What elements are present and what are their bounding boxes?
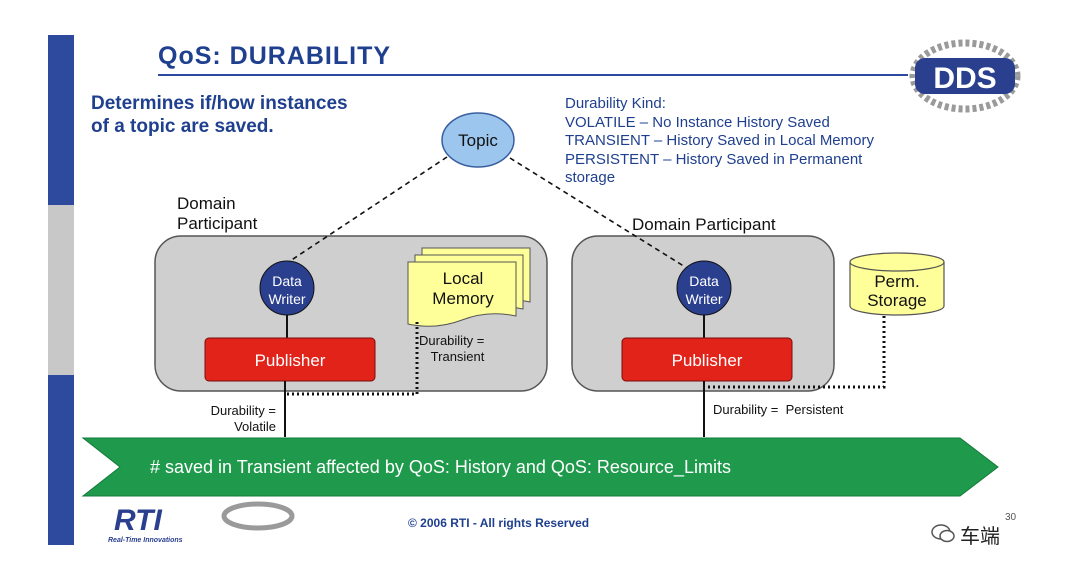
subtitle-line-2: of a topic are saved. bbox=[91, 116, 274, 137]
right-writer-line-1: Data bbox=[689, 273, 719, 289]
local-memory-page-1 bbox=[407, 261, 517, 327]
dds-logo-text: DDS bbox=[933, 62, 996, 95]
wechat-icon bbox=[930, 522, 956, 549]
sidebar-band-middle bbox=[48, 205, 74, 375]
perm-storage-line-2: Storage bbox=[867, 291, 927, 310]
page-number: 30 bbox=[1005, 512, 1017, 523]
durability-kind-persistent-cont: storage bbox=[565, 169, 616, 186]
topic-link-left bbox=[286, 156, 448, 264]
right-publisher-box bbox=[621, 337, 793, 382]
subtitle-line-1: Determines if/how instances bbox=[91, 93, 348, 114]
left-writer-line-1: Data bbox=[272, 273, 302, 289]
slide-title: QoS: DURABILITY bbox=[158, 42, 392, 70]
transient-note-line-1: Durability = bbox=[419, 333, 485, 348]
topic-label: Topic bbox=[458, 131, 498, 150]
volatile-note-line-1: Durability = bbox=[210, 403, 276, 418]
dds-logo: DDS bbox=[909, 39, 1021, 113]
left-writer-line-2: Writer bbox=[268, 291, 305, 307]
right-publisher-label: Publisher bbox=[672, 351, 743, 370]
durability-kind-heading: Durability Kind: bbox=[565, 95, 666, 112]
durability-kind-transient: TRANSIENT – History Saved in Local Memor… bbox=[565, 132, 874, 149]
perm-storage-body bbox=[849, 262, 945, 316]
rti-logo: RTI Real-Time Innovations bbox=[108, 501, 295, 544]
right-writer-line-2: Writer bbox=[685, 291, 722, 307]
title-rule bbox=[158, 74, 908, 76]
rti-logo-tagline: Real-Time Innovations bbox=[108, 537, 183, 544]
persistent-dotted-link bbox=[704, 316, 886, 389]
volatile-note: Durability = Volatile bbox=[180, 403, 276, 435]
topic-ellipse bbox=[441, 112, 515, 168]
local-memory-line-2: Memory bbox=[432, 289, 494, 308]
left-data-writer bbox=[259, 260, 315, 316]
left-publisher-label: Publisher bbox=[255, 351, 326, 370]
local-memory-stack bbox=[407, 247, 531, 327]
sidebar-band-top bbox=[48, 35, 74, 205]
transient-dotted-link bbox=[287, 322, 419, 396]
perm-storage-cylinder bbox=[849, 252, 945, 316]
left-participant-label-line-1: Domain bbox=[177, 194, 236, 213]
rti-logo-swoosh bbox=[221, 501, 295, 531]
persistent-note: Durability = Persistent bbox=[713, 402, 844, 417]
transient-note: Durability = Transient bbox=[419, 333, 484, 365]
left-participant-label: Domain Participant bbox=[177, 194, 257, 234]
perm-storage-top bbox=[849, 252, 945, 272]
right-data-writer bbox=[676, 260, 732, 316]
qos-banner-text: # saved in Transient affected by QoS: Hi… bbox=[150, 457, 731, 477]
left-participant-label-line-2: Participant bbox=[177, 214, 258, 233]
transient-note-line-2: Transient bbox=[430, 349, 485, 364]
rti-logo-text: RTI bbox=[114, 504, 162, 537]
durability-kind-persistent: PERSISTENT – History Saved in Permanent bbox=[565, 150, 863, 168]
copyright-footer: © 2006 RTI - All rights Reserved bbox=[408, 516, 590, 530]
subtitle: Determines if/how instances of a topic a… bbox=[91, 92, 348, 138]
durability-kind-list: Durability Kind: VOLATILE – No Instance … bbox=[565, 95, 874, 188]
right-participant-label: Domain Participant bbox=[632, 215, 776, 234]
perm-storage-line-1: Perm. bbox=[874, 272, 919, 291]
left-publisher-box bbox=[204, 337, 376, 382]
watermark-text: 车端 bbox=[960, 526, 1000, 548]
local-memory-line-1: Local bbox=[443, 269, 484, 288]
sidebar-band-bottom bbox=[48, 375, 74, 545]
volatile-note-line-2: Volatile bbox=[234, 419, 276, 434]
durability-kind-volatile: VOLATILE – No Instance History Saved bbox=[565, 113, 830, 131]
qos-banner-arrow bbox=[81, 437, 999, 497]
